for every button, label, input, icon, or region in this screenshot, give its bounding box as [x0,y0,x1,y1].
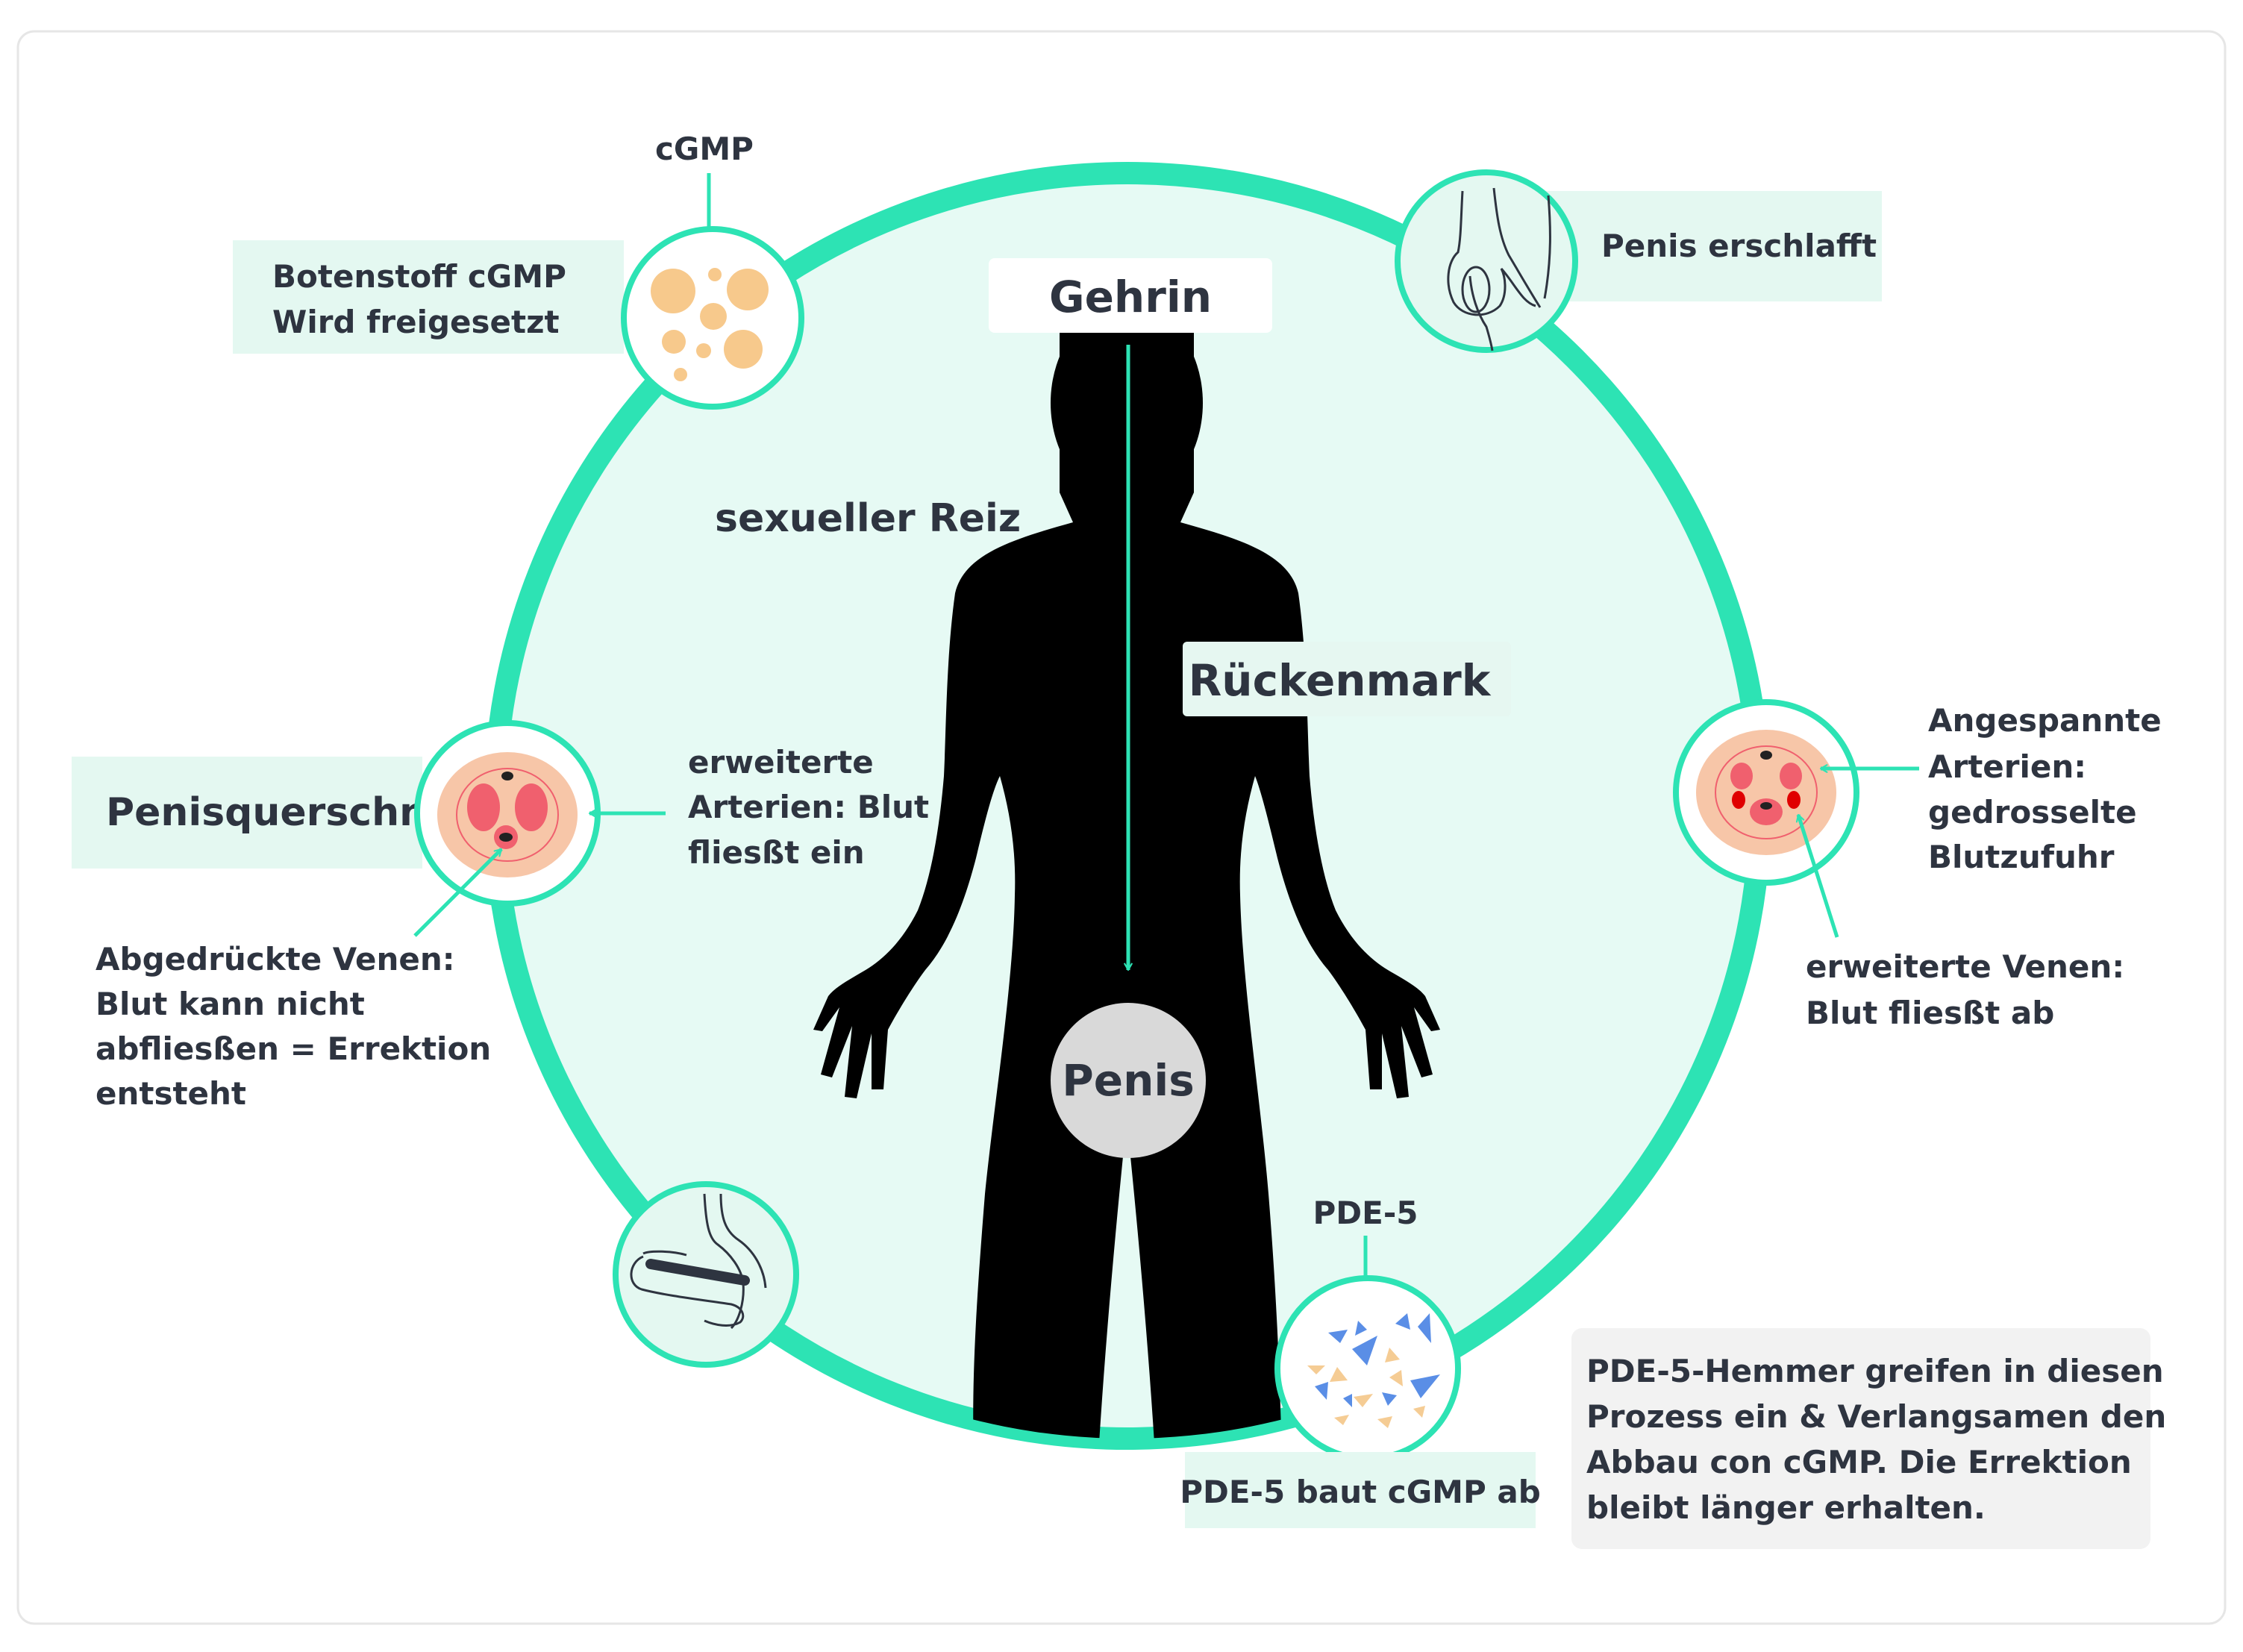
spine-label-box [1183,642,1511,716]
cgmp-molecules-icon [621,226,804,410]
penis-label-circle [1051,1003,1206,1158]
cgmp-box [233,240,624,354]
tense-arteries-line-2: Arterien: [1928,748,2086,785]
brain-label-box [989,258,1272,333]
tense-arteries-line-4: Blutzufuhr [1928,839,2115,875]
pde5-info-line-4: bleibt länger erhalten. [1586,1489,1986,1526]
tense-veins-line-1: erweiterte Venen: [1806,948,2124,985]
tense-veins-line-2: Blut fliesßt ab [1806,995,2054,1031]
cgmp-box-line-1: Botenstoff cGMP [272,258,566,295]
penis-cross-section-icon [414,720,601,907]
cross-section-veins-arrow [413,848,503,937]
brain-label: Gehrin [1049,272,1212,322]
pde5-box [1185,1452,1536,1528]
pde5-info-line-2: Prozess ein & Verlangsamen den [1586,1398,2166,1435]
spine-label: Rückenmark [1189,655,1492,706]
cgmp-box-line-2: Wird freigesetzt [272,304,560,340]
flaccid-penis-icon [1395,169,1578,353]
pde5-info-line-1: PDE-5-Hemmer greifen in diesen [1586,1353,2164,1389]
pde5-title: PDE-5 [1313,1195,1418,1231]
stimulus-label: sexueller Reiz [715,496,1021,541]
pde5-info-box [1571,1328,2150,1549]
penis-label: Penis [1062,1055,1195,1106]
pde5-box-label: PDE-5 baut cGMP ab [1180,1474,1541,1510]
erect-penis-icon [613,1181,799,1368]
cross-section-arteries-line-3: fliesßt ein [688,834,865,871]
cross-section-veins-line-4: entsteht [96,1075,246,1112]
cross-section-label-box [72,757,422,869]
cross-section-veins-line-3: abfliesßen = Errektion [96,1030,491,1067]
tense-arteries-line-1: Angespannte [1928,702,2162,739]
flaccid-label: Penis erschlafft [1601,228,1877,264]
cross-section-veins-line-1: Abgedrückte Venen: [96,941,455,977]
cgmp-title: cGMP [655,131,754,167]
pde5-info-line-3: Abbau con cGMP. Die Errektion [1586,1444,2132,1480]
pde5-enzyme-icon [1274,1275,1461,1462]
flaccid-box [1539,191,1882,301]
cross-section-arteries-line-2: Arterien: Blut [688,789,929,825]
tense-cross-section-icon [1673,699,1859,886]
tense-arteries-line-3: gedrosselte [1928,794,2137,830]
cross-section-veins-line-2: Blut kann nicht [96,986,365,1022]
tense-veins-arrow [1795,813,1839,938]
cross-section-arteries-line-1: erweiterte [688,744,874,780]
